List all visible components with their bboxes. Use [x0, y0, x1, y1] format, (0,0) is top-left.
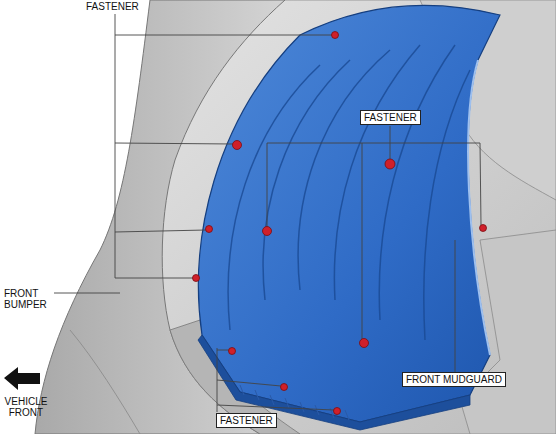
part-label: FRONT MUDGUARD: [402, 372, 506, 387]
fastener-label: FASTENER: [86, 1, 146, 12]
fastener-label: FASTENER: [216, 413, 277, 428]
part-label: FRONT BUMPER: [4, 288, 52, 310]
direction-label: VEHICLE FRONT: [0, 396, 52, 418]
fastener-label: FASTENER: [360, 110, 421, 125]
